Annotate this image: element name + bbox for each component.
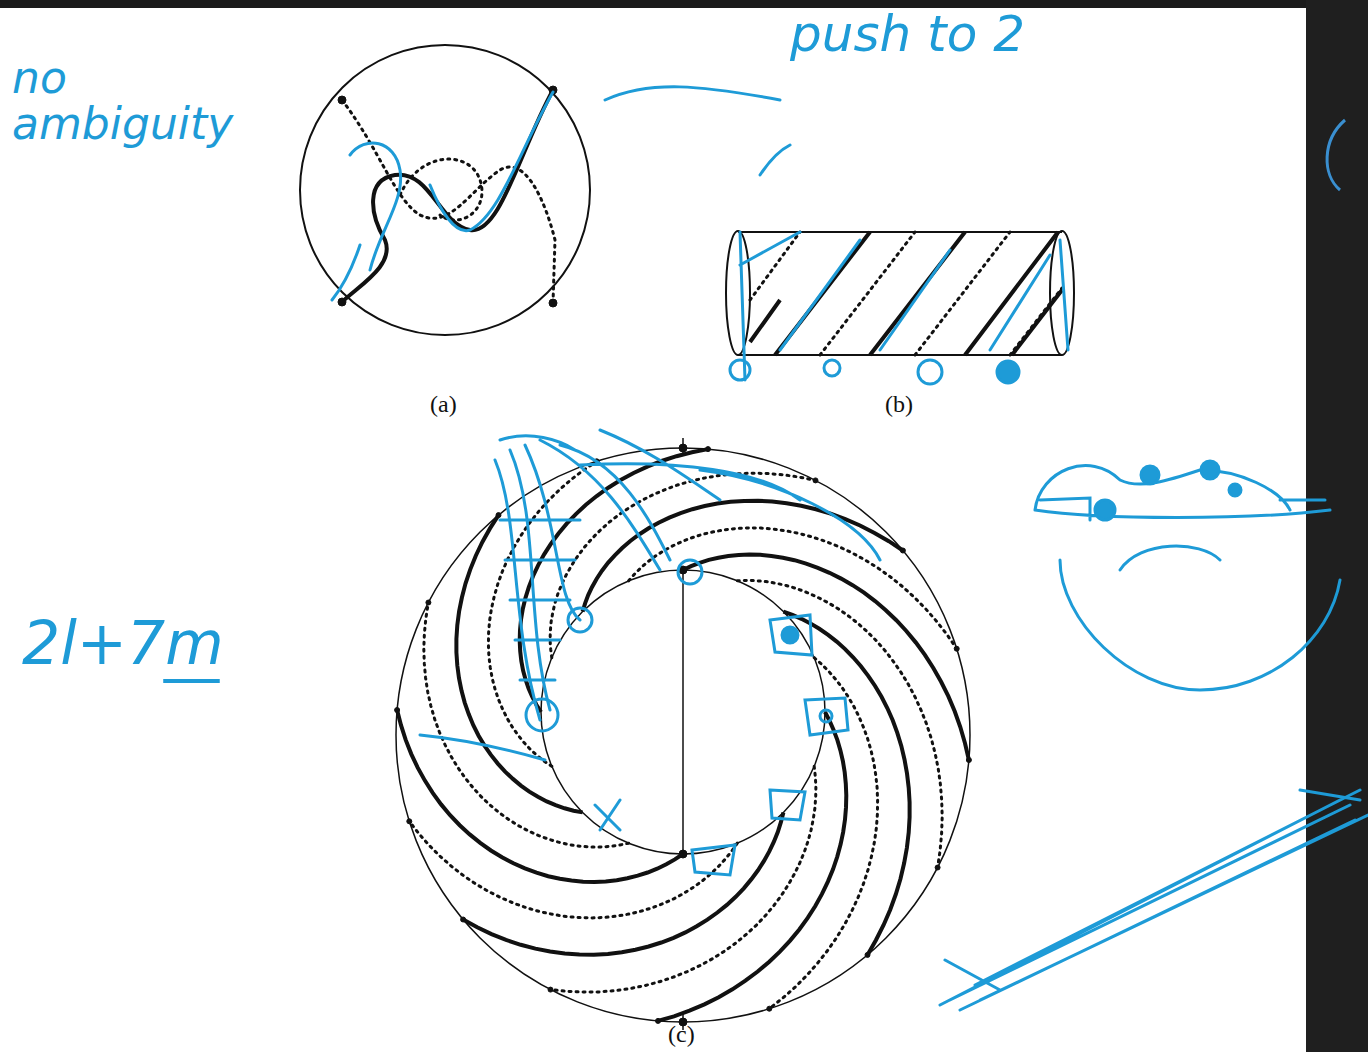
handwritten-note: push to 2 [790,8,1025,61]
subfigure-label: (a) [430,392,457,417]
boundary-dot [935,865,940,870]
dotted-curve [488,461,596,766]
boundary-dot [706,447,711,452]
boundary-dot [954,646,959,651]
top-bar [0,0,1368,8]
boundary-dot [966,758,971,763]
solid-curve [583,501,903,612]
subfigure-label: (c) [668,1022,695,1047]
pen-annotations [332,87,1368,1010]
figure-a [300,45,590,335]
boundary-dot [395,708,400,713]
panel-glint [1327,120,1345,190]
side-panel [1306,0,1368,1052]
boundary-dot [865,952,870,957]
handwritten-note: no ambiguity [12,55,247,147]
solid-curve [463,812,783,954]
handwritten-formula: 2l+7m [22,612,224,675]
dotted-curve [769,658,877,1009]
boundary-dot [548,987,553,992]
boundary-dot [461,917,466,922]
boundary-dot [407,819,412,824]
underline-stroke [163,679,220,683]
boundary-dot [656,1018,661,1023]
dotted-curve [737,580,942,867]
dotted-curve [409,821,737,918]
dotted-curve [551,766,816,992]
boundary-dot [426,600,431,605]
boundary-dot [767,1006,772,1011]
solid-curve [683,555,969,761]
figure-b [726,231,1074,355]
boundary-dot [813,478,818,483]
dotted-curve [629,528,957,649]
solid-curve [658,712,846,1021]
solid-curve [520,449,708,712]
boundary-dot [496,513,501,518]
subfigure-label: (b) [885,392,913,417]
boundary-dot [900,548,905,553]
figure-c [395,438,972,1030]
